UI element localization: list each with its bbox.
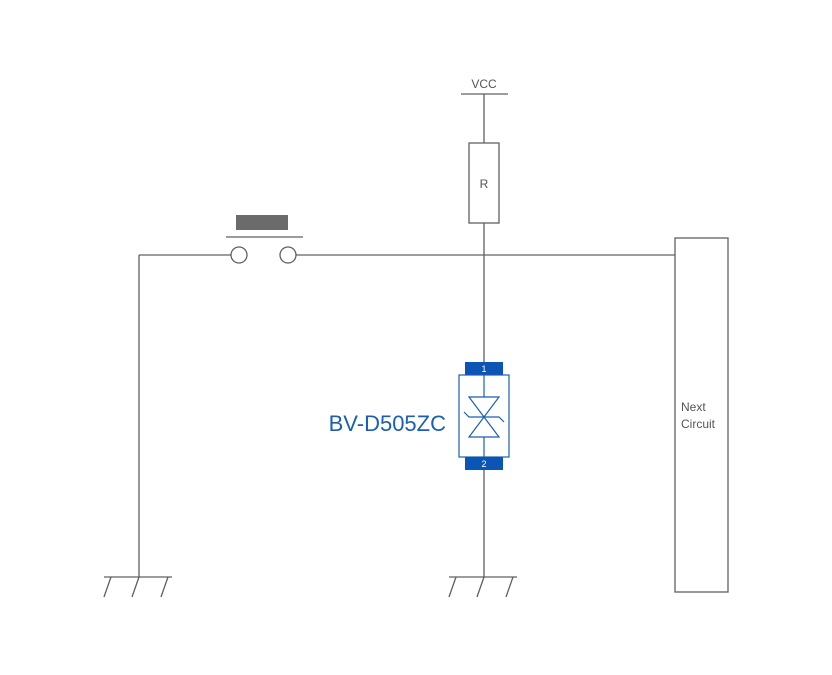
resistor: R — [468, 142, 500, 224]
pin1-label: 1 — [481, 364, 486, 374]
next-circuit-label-line1: Next — [681, 400, 706, 414]
pin1-pad — [465, 362, 503, 375]
next-circuit-block: Next Circuit — [674, 237, 729, 593]
next-circuit-label-line2: Circuit — [681, 417, 716, 431]
pin2-label: 2 — [481, 459, 486, 469]
pin2-pad — [465, 457, 503, 470]
vcc-terminal: VCC — [461, 77, 508, 143]
resistor-label: R — [480, 177, 489, 191]
tvs-diode: 1 2 — [458, 362, 510, 470]
part-number-label: BV-D505ZC — [329, 411, 446, 436]
ground-symbol-center — [448, 576, 517, 598]
vcc-label: VCC — [471, 77, 497, 91]
switch-contact-left — [230, 246, 248, 264]
tvs-triangle-down — [467, 416, 501, 438]
push-button-cap — [236, 215, 288, 230]
tvs-triangle-up — [467, 396, 501, 418]
tvs-zener-bar — [463, 411, 505, 423]
switch-contact-right — [279, 246, 297, 264]
push-button-switch — [226, 215, 303, 264]
ground-symbol-left — [103, 576, 172, 598]
